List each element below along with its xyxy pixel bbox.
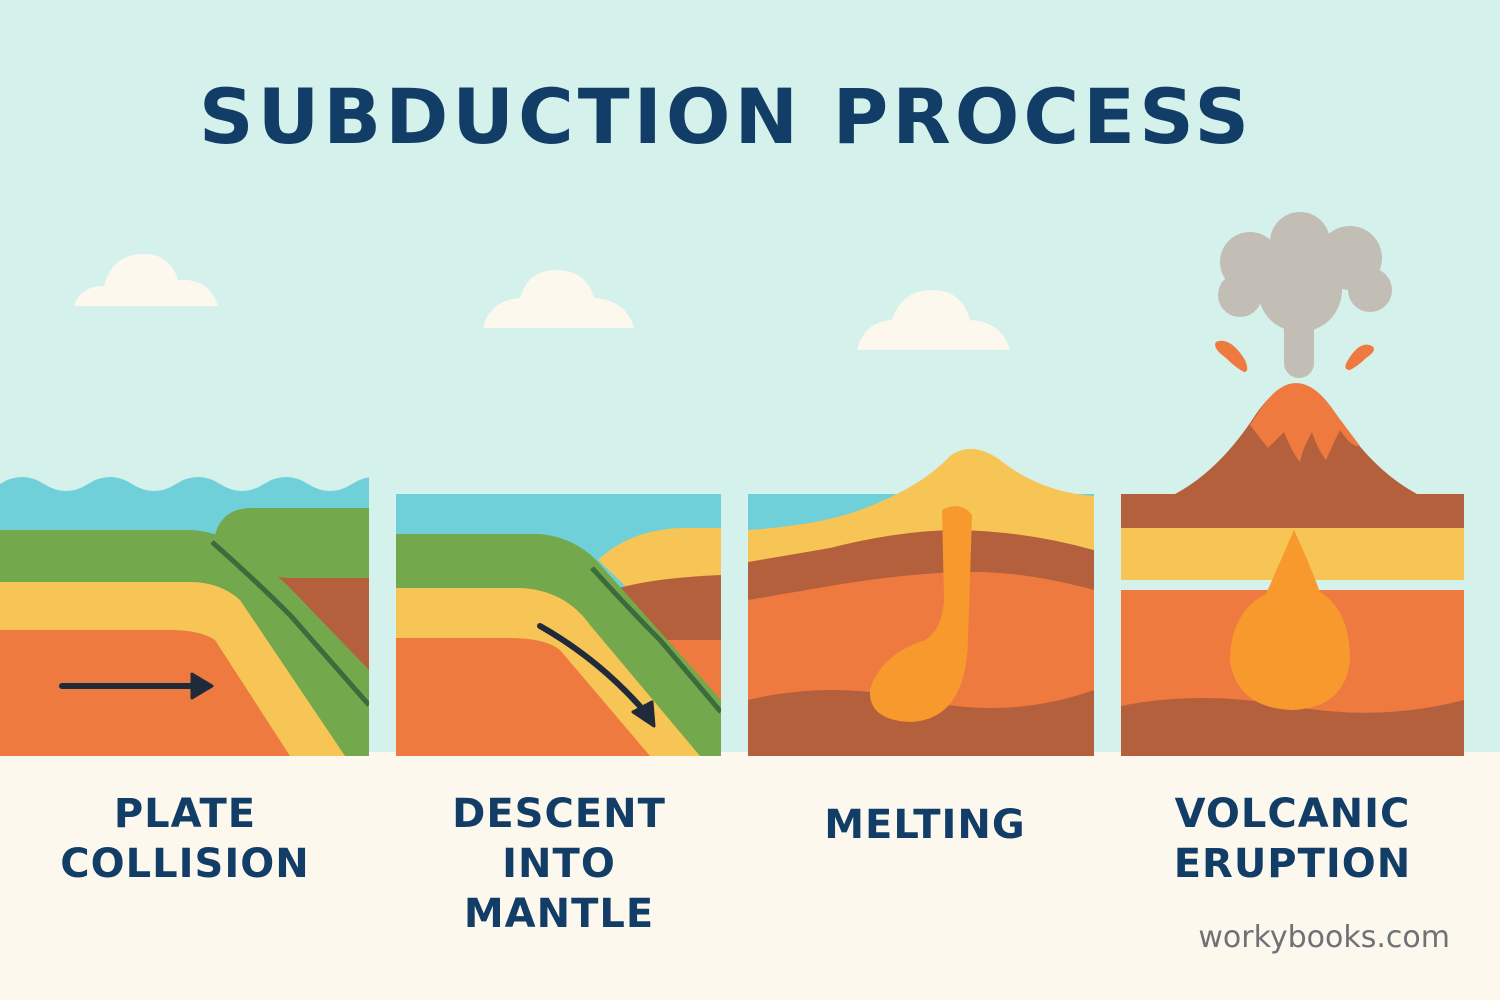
- stage-label-volcanic-eruption: VOLCANIC ERUPTION: [1145, 789, 1440, 889]
- lava-splash-icon: [1345, 344, 1374, 370]
- magma-chamber: [1230, 530, 1350, 710]
- lava-splash-icon: [1215, 340, 1248, 372]
- stage-label-plate-collision: PLATE COLLISION: [40, 789, 330, 889]
- continental-plate: [215, 508, 369, 578]
- oceanic-plate: [396, 534, 721, 756]
- panel-plate-collision: [0, 477, 369, 756]
- plate-boundary-line: [590, 566, 721, 714]
- smoke-plume-icon: [1218, 212, 1392, 378]
- deep-brown-layer: [1121, 698, 1464, 756]
- stage-label-line: DESCENT: [452, 791, 666, 837]
- continental-brown-layer: [612, 575, 721, 640]
- panel-descent-into-mantle: [396, 494, 721, 756]
- watermark-text: workybooks.com: [1198, 920, 1450, 955]
- cloud-icon: [857, 290, 1010, 350]
- lava-flow: [1250, 383, 1360, 462]
- stage-label-line: VOLCANIC: [1174, 791, 1411, 837]
- stage-label-line: MELTING: [824, 802, 1026, 848]
- deep-brown-layer: [748, 690, 1094, 756]
- oceanic-plate: [0, 532, 369, 740]
- page-title: SUBDUCTION PROCESS: [198, 72, 1254, 161]
- stage-label-line: INTO MANTLE: [463, 841, 655, 937]
- panel-melting: [748, 448, 1094, 756]
- plate-boundary-line: [210, 540, 369, 707]
- crust-yellow-layer: [0, 580, 335, 756]
- stage-label-line: COLLISION: [60, 841, 310, 887]
- cloud-icon: [74, 254, 218, 306]
- mountain-crust-yellow: [748, 448, 1094, 562]
- volcano-cone: [1121, 384, 1464, 528]
- arrow-right-icon: [59, 672, 214, 700]
- stage-label-melting: MELTING: [775, 800, 1075, 850]
- stage-label-line: PLATE: [113, 791, 257, 837]
- oceanic-plate: [0, 530, 369, 756]
- cloud-icon: [483, 270, 634, 328]
- arrow-down-right-icon: [537, 623, 656, 728]
- stage-label-descent-into-mantle: DESCENT INTO MANTLE: [400, 789, 718, 939]
- stage-label-line: ERUPTION: [1173, 841, 1412, 887]
- panel-volcanic-eruption: [1121, 212, 1464, 756]
- magma-plume: [869, 506, 972, 722]
